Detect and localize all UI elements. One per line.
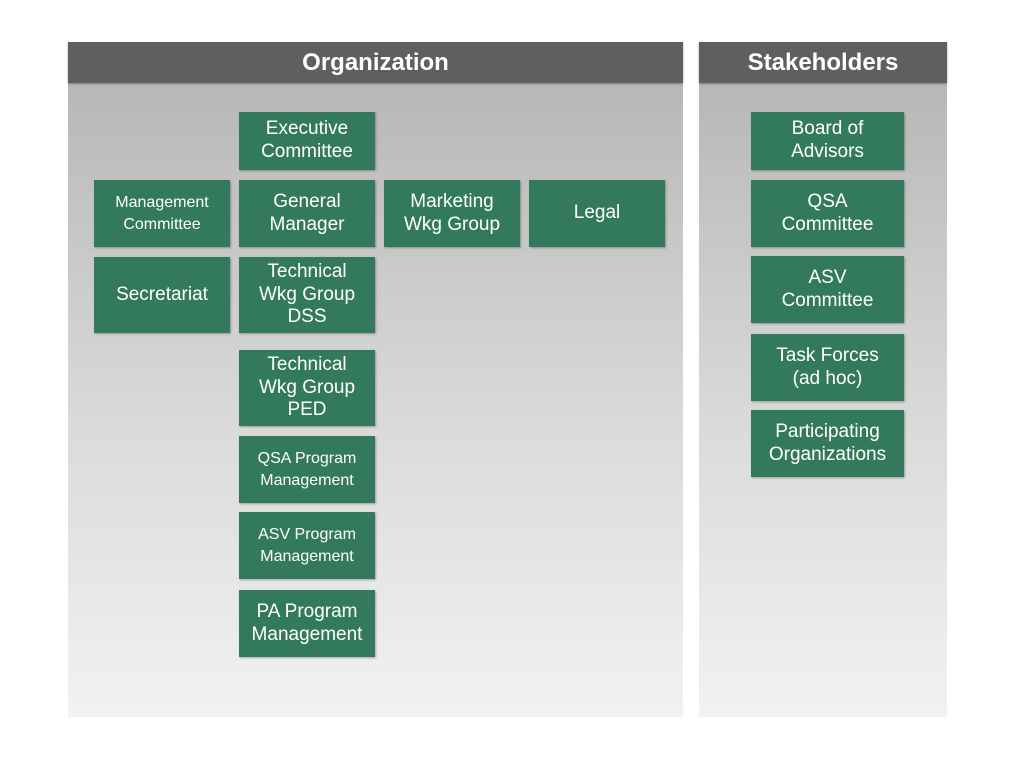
technical-wkg-group-dss-box: Technical Wkg Group DSS <box>239 257 375 333</box>
organization-panel: Organization <box>68 42 683 717</box>
legal-box: Legal <box>529 180 665 247</box>
qsa-committee-box: QSA Committee <box>751 180 904 247</box>
participating-organizations-box: Participating Organizations <box>751 410 904 477</box>
asv-program-management-box: ASV Program Management <box>239 512 375 579</box>
task-forces-box: Task Forces (ad hoc) <box>751 334 904 401</box>
board-of-advisors-box: Board of Advisors <box>751 112 904 170</box>
pa-program-management-box: PA Program Management <box>239 590 375 657</box>
organization-panel-title: Organization <box>68 42 683 83</box>
secretariat-box: Secretariat <box>94 257 230 333</box>
stakeholders-panel-title: Stakeholders <box>699 42 947 83</box>
marketing-wkg-group-box: Marketing Wkg Group <box>384 180 520 247</box>
technical-wkg-group-ped-box: Technical Wkg Group PED <box>239 350 375 426</box>
general-manager-box: General Manager <box>239 180 375 247</box>
qsa-program-management-box: QSA Program Management <box>239 436 375 503</box>
management-committee-box: Management Committee <box>94 180 230 247</box>
executive-committee-box: Executive Committee <box>239 112 375 170</box>
asv-committee-box: ASV Committee <box>751 256 904 323</box>
